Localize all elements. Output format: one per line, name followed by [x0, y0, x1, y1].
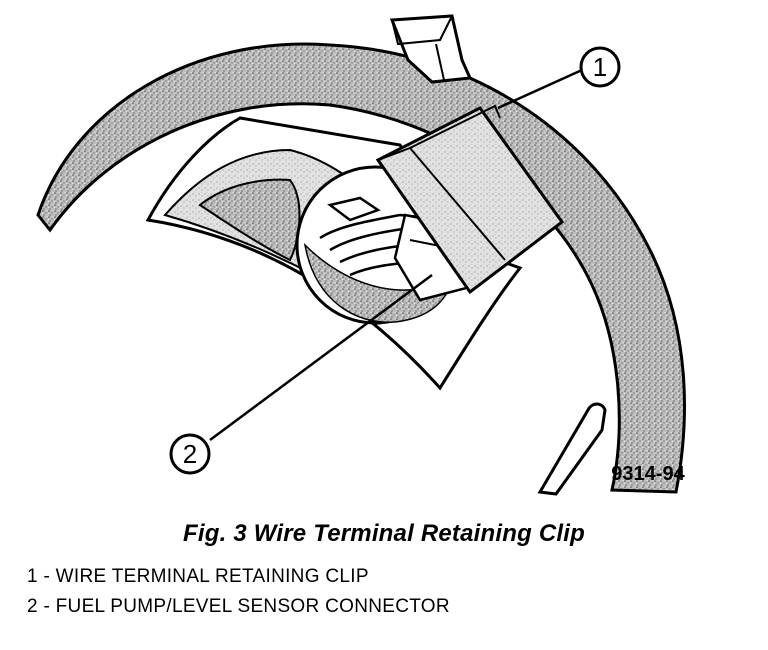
wire-terminal-retaining-clip: [375, 104, 565, 295]
callout-2-leader: [209, 273, 433, 442]
fuel-pump-module-illustration: 1 2 9314-94: [36, 14, 686, 496]
figure-id: 9314-94: [611, 463, 685, 485]
legend-item-2: 2 - FUEL PUMP/LEVEL SENSOR CONNECTOR: [27, 596, 450, 617]
legend-item-1: 1 - WIRE TERMINAL RETAINING CLIP: [27, 566, 369, 587]
top-fitting: [389, 14, 473, 84]
legend: 1 - WIRE TERMINAL RETAINING CLIP 2 - FUE…: [27, 562, 450, 622]
figure-caption: Fig. 3 Wire Terminal Retaining Clip: [183, 520, 585, 547]
callout-1: 1: [579, 46, 621, 88]
svg-text:1: 1: [593, 52, 607, 82]
sender-mount-shadow: [303, 242, 457, 323]
callout-2: 2: [169, 433, 211, 475]
callout-1-leader: [497, 68, 583, 110]
flange-slot: [537, 402, 607, 496]
svg-text:2: 2: [183, 439, 197, 469]
